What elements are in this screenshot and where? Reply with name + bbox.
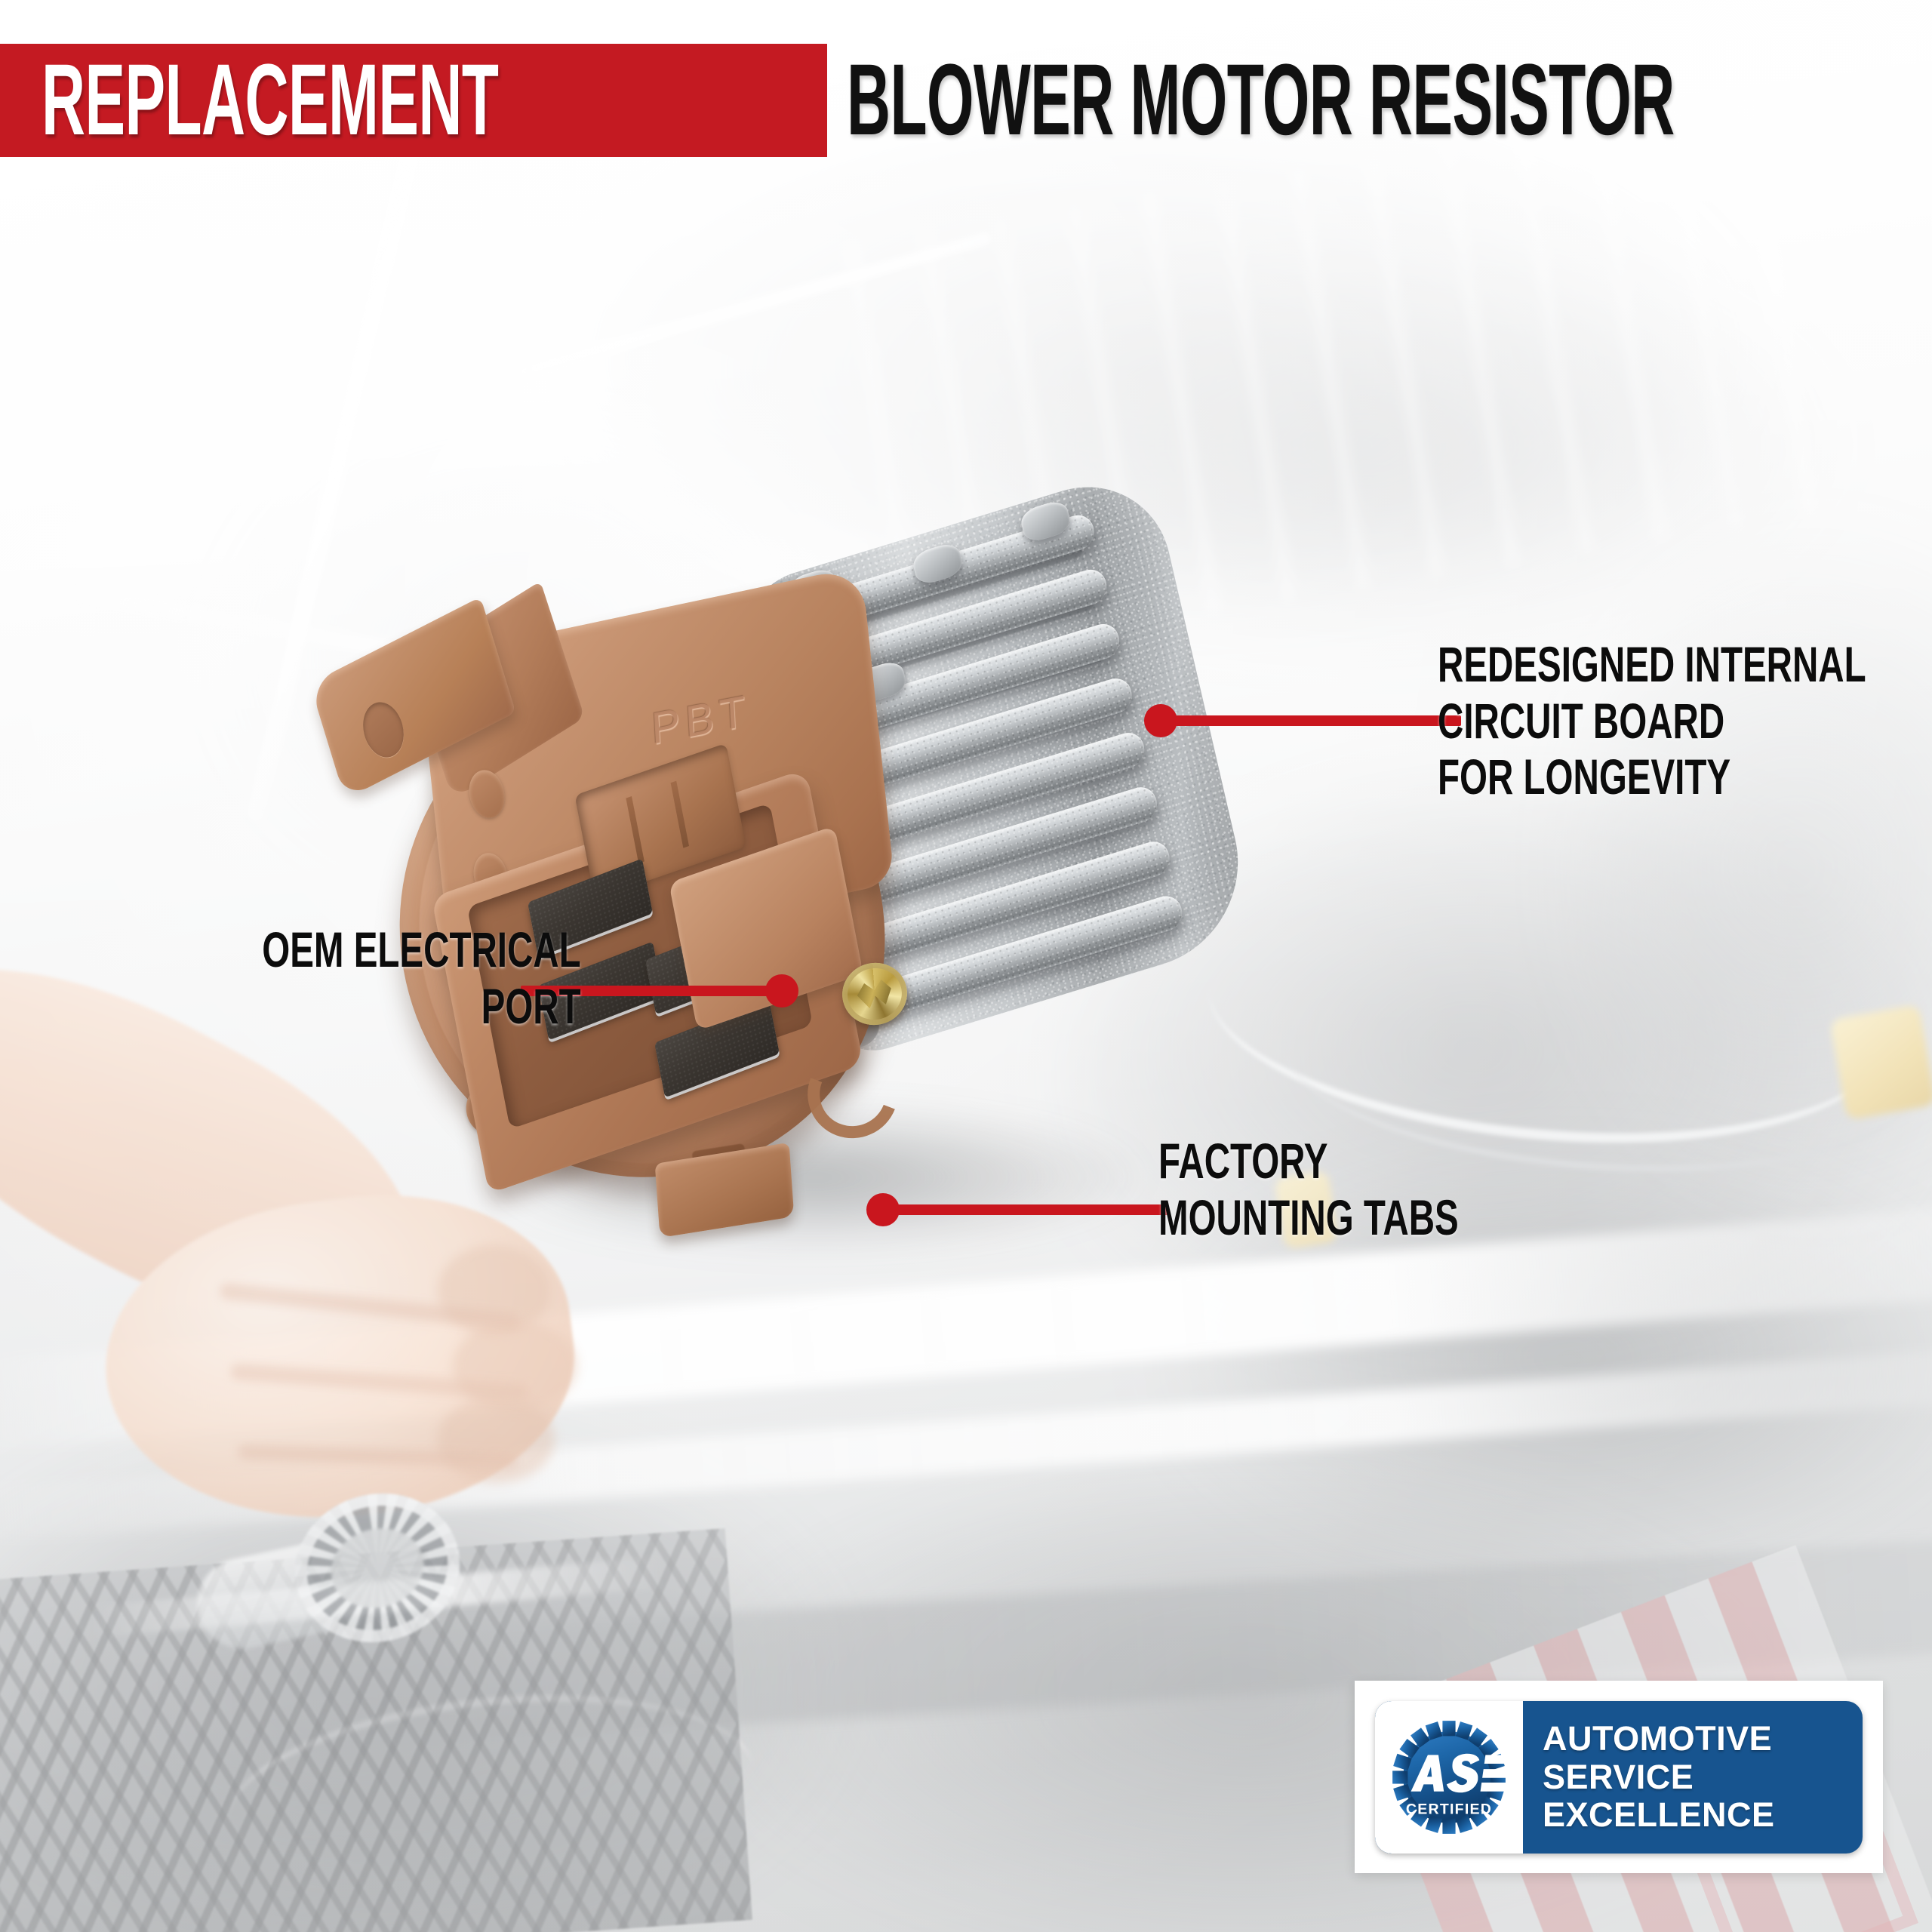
knuckle <box>438 1396 555 1483</box>
leader-bar <box>1161 715 1461 726</box>
knuckle <box>453 1321 577 1411</box>
callout-line: FOR LONGEVITY <box>1438 749 1731 805</box>
mechanic-hand <box>0 898 762 1728</box>
ase-badge-card: CERTIFIED AUTOMOTIVE SERVICE EXCELLENCE <box>1375 1700 1863 1854</box>
ase-badge-text: AUTOMOTIVE SERVICE EXCELLENCE <box>1523 1701 1863 1854</box>
ase-line: SERVICE <box>1543 1757 1694 1796</box>
callout-line: FACTORY <box>1158 1133 1328 1189</box>
leader-line-circuit-board <box>1144 703 1461 740</box>
ase-gear-icon: CERTIFIED <box>1390 1718 1508 1836</box>
blower-motor-resistor-product: PBT <box>309 464 1358 1283</box>
ase-line: AUTOMOTIVE <box>1543 1718 1773 1758</box>
leader-bar <box>883 1204 1168 1215</box>
callout-line: CIRCUIT BOARD <box>1438 692 1725 749</box>
callout-electrical-port: OEM ELECTRICAL PORT <box>138 921 581 1038</box>
callout-line: MOUNTING TABS <box>1158 1189 1459 1245</box>
title-main: BLOWER MOTOR RESISTOR <box>827 44 1932 157</box>
pbt-plastic-housing: PBT <box>309 528 1034 1283</box>
title-highlight-word: REPLACEMENT <box>42 44 499 156</box>
callout-circuit-board: REDESIGNED INTERNAL CIRCUIT BOARD FOR LO… <box>1438 636 1932 809</box>
ase-line: EXCELLENCE <box>1543 1795 1775 1835</box>
ase-gear-certified-text: CERTIFIED <box>1406 1801 1492 1817</box>
page-title: REPLACEMENT BLOWER MOTOR RESISTOR <box>0 44 1932 157</box>
callout-line: PORT <box>481 977 581 1034</box>
callout-line: REDESIGNED INTERNAL <box>1438 636 1866 692</box>
title-main-text: BLOWER MOTOR RESISTOR <box>846 44 1675 156</box>
leader-line-electrical-port <box>521 974 798 1010</box>
leader-bar <box>521 986 783 996</box>
ase-gear-panel: CERTIFIED <box>1375 1700 1523 1854</box>
callout-line: OEM ELECTRICAL <box>262 921 581 977</box>
knuckle <box>438 1245 551 1336</box>
callout-mounting-tabs: FACTORY MOUNTING TABS <box>1158 1133 1575 1249</box>
title-highlight-box: REPLACEMENT <box>0 44 827 157</box>
leader-line-mounting-tabs <box>866 1192 1168 1229</box>
ase-certification-badge: CERTIFIED AUTOMOTIVE SERVICE EXCELLENCE <box>1355 1681 1883 1873</box>
